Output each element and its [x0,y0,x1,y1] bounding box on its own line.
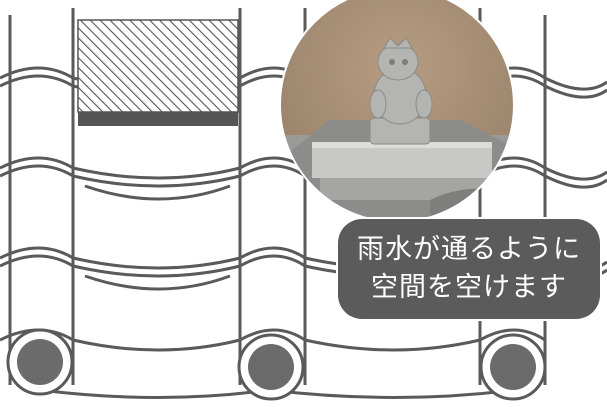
eave-row-top [0,328,546,352]
callout-line-2: 空間を空けます [371,272,567,303]
hatched-block [77,19,239,113]
callout-bubble: 雨水が通るように 空間を空けます [338,219,600,319]
tile-row-3-sag [84,274,231,291]
tile-end-left [17,339,63,385]
tile-ends [6,328,547,401]
callout-line-1: 雨水が通るように [357,234,581,265]
tile-end-right [490,344,536,390]
dark-bar [78,112,238,126]
tile-row-2-sag [84,184,231,201]
stone-guardian-figure [369,37,433,145]
tile-end-mid [248,344,294,390]
